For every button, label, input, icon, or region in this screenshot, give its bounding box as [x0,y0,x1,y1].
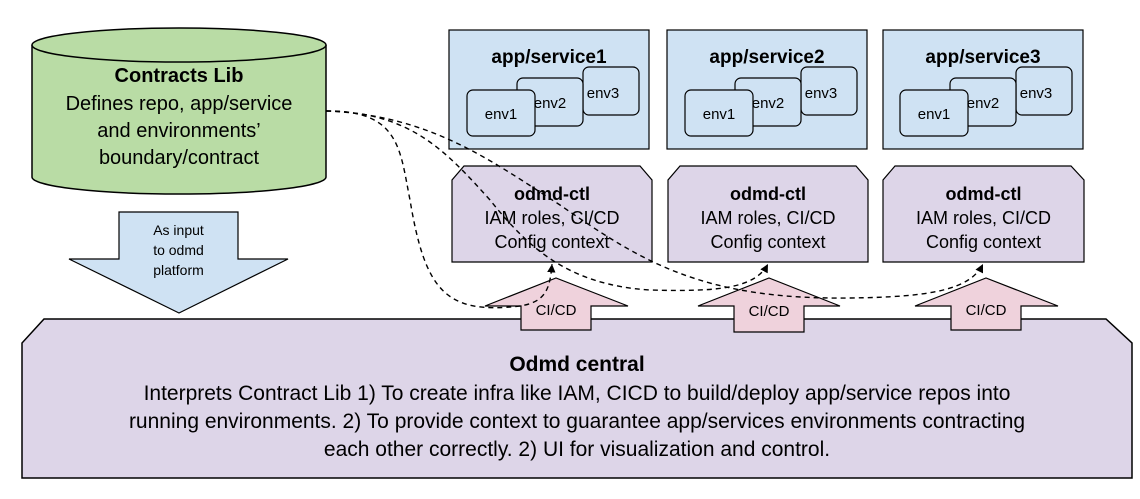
contracts-lib-title: Contracts Lib [114,65,244,87]
dashed-connector-1 [325,110,556,309]
input-arrow-line-3: platform [153,262,204,278]
central-title: Odmd central [509,353,645,376]
cicd-arrow-shape [484,277,629,331]
contracts-lib-line-1: Defines repo, app/service [65,93,293,115]
env1-box [899,89,969,137]
env1-box [684,89,754,137]
odmd-ctl-box [667,165,869,263]
service-1-ctl-line-2: Config context [494,232,610,252]
service-2-ctl-title: odmd-ctl [730,184,806,204]
service-3-title: app/service3 [925,47,1041,68]
dashed-connector-3 [325,110,984,299]
contracts-lib-cylinder [31,27,327,195]
central-line-1: Interprets Contract Lib 1) To create inf… [143,382,1011,405]
central-line-2: running environments. 2) To provide cont… [128,410,1026,433]
odmd-ctl-box [882,165,1085,263]
central-line-3: each other correctly. 2) UI for visualiz… [323,438,831,461]
service-1-ctl-title: odmd-ctl [514,184,590,204]
service-group-1 [448,29,653,331]
service-3-ctl-title: odmd-ctl [945,184,1022,204]
env1-box [466,89,536,137]
service-1-env2-label: env2 [533,95,567,112]
service-3-env2-label: env2 [966,95,1000,112]
input-arrow-shape [68,211,289,314]
service-3-env3-label: env3 [1019,85,1053,102]
service-group-2 [666,29,869,333]
service-1-env3-label: env3 [586,85,620,102]
contracts-lib-line-2: and environments’ [97,120,261,142]
service-1-cicd-label: CI/CD [535,302,577,319]
service-2-env3-label: env3 [804,85,838,102]
service-3-ctl-line-2: Config context [925,232,1042,252]
service-group-3 [882,29,1085,331]
cicd-arrow-shape [914,277,1059,331]
cicd-arrow-shape [697,277,841,333]
dashed-connector-2 [325,110,769,292]
input-arrow-line-1: As input [153,222,204,238]
service-1-ctl-line-1: IAM roles, CI/CD [484,208,620,228]
service-2-title: app/service2 [709,47,825,68]
service-3-cicd-label: CI/CD [965,302,1007,319]
service-2-env1-label: env1 [702,106,736,123]
service-1-title: app/service1 [491,47,607,68]
service-3-env1-label: env1 [917,106,951,123]
service-2-cicd-label: CI/CD [748,303,790,320]
input-arrow-line-2: to odmd [153,242,204,258]
service-2-ctl-line-1: IAM roles, CI/CD [700,208,836,228]
service-2-ctl-line-2: Config context [710,232,826,252]
central-box-shape [21,318,1133,479]
contracts-lib-line-3: boundary/contract [98,147,260,169]
service-2-env2-label: env2 [751,95,785,112]
service-1-env1-label: env1 [484,106,518,123]
service-3-ctl-line-1: IAM roles, CI/CD [915,208,1052,228]
